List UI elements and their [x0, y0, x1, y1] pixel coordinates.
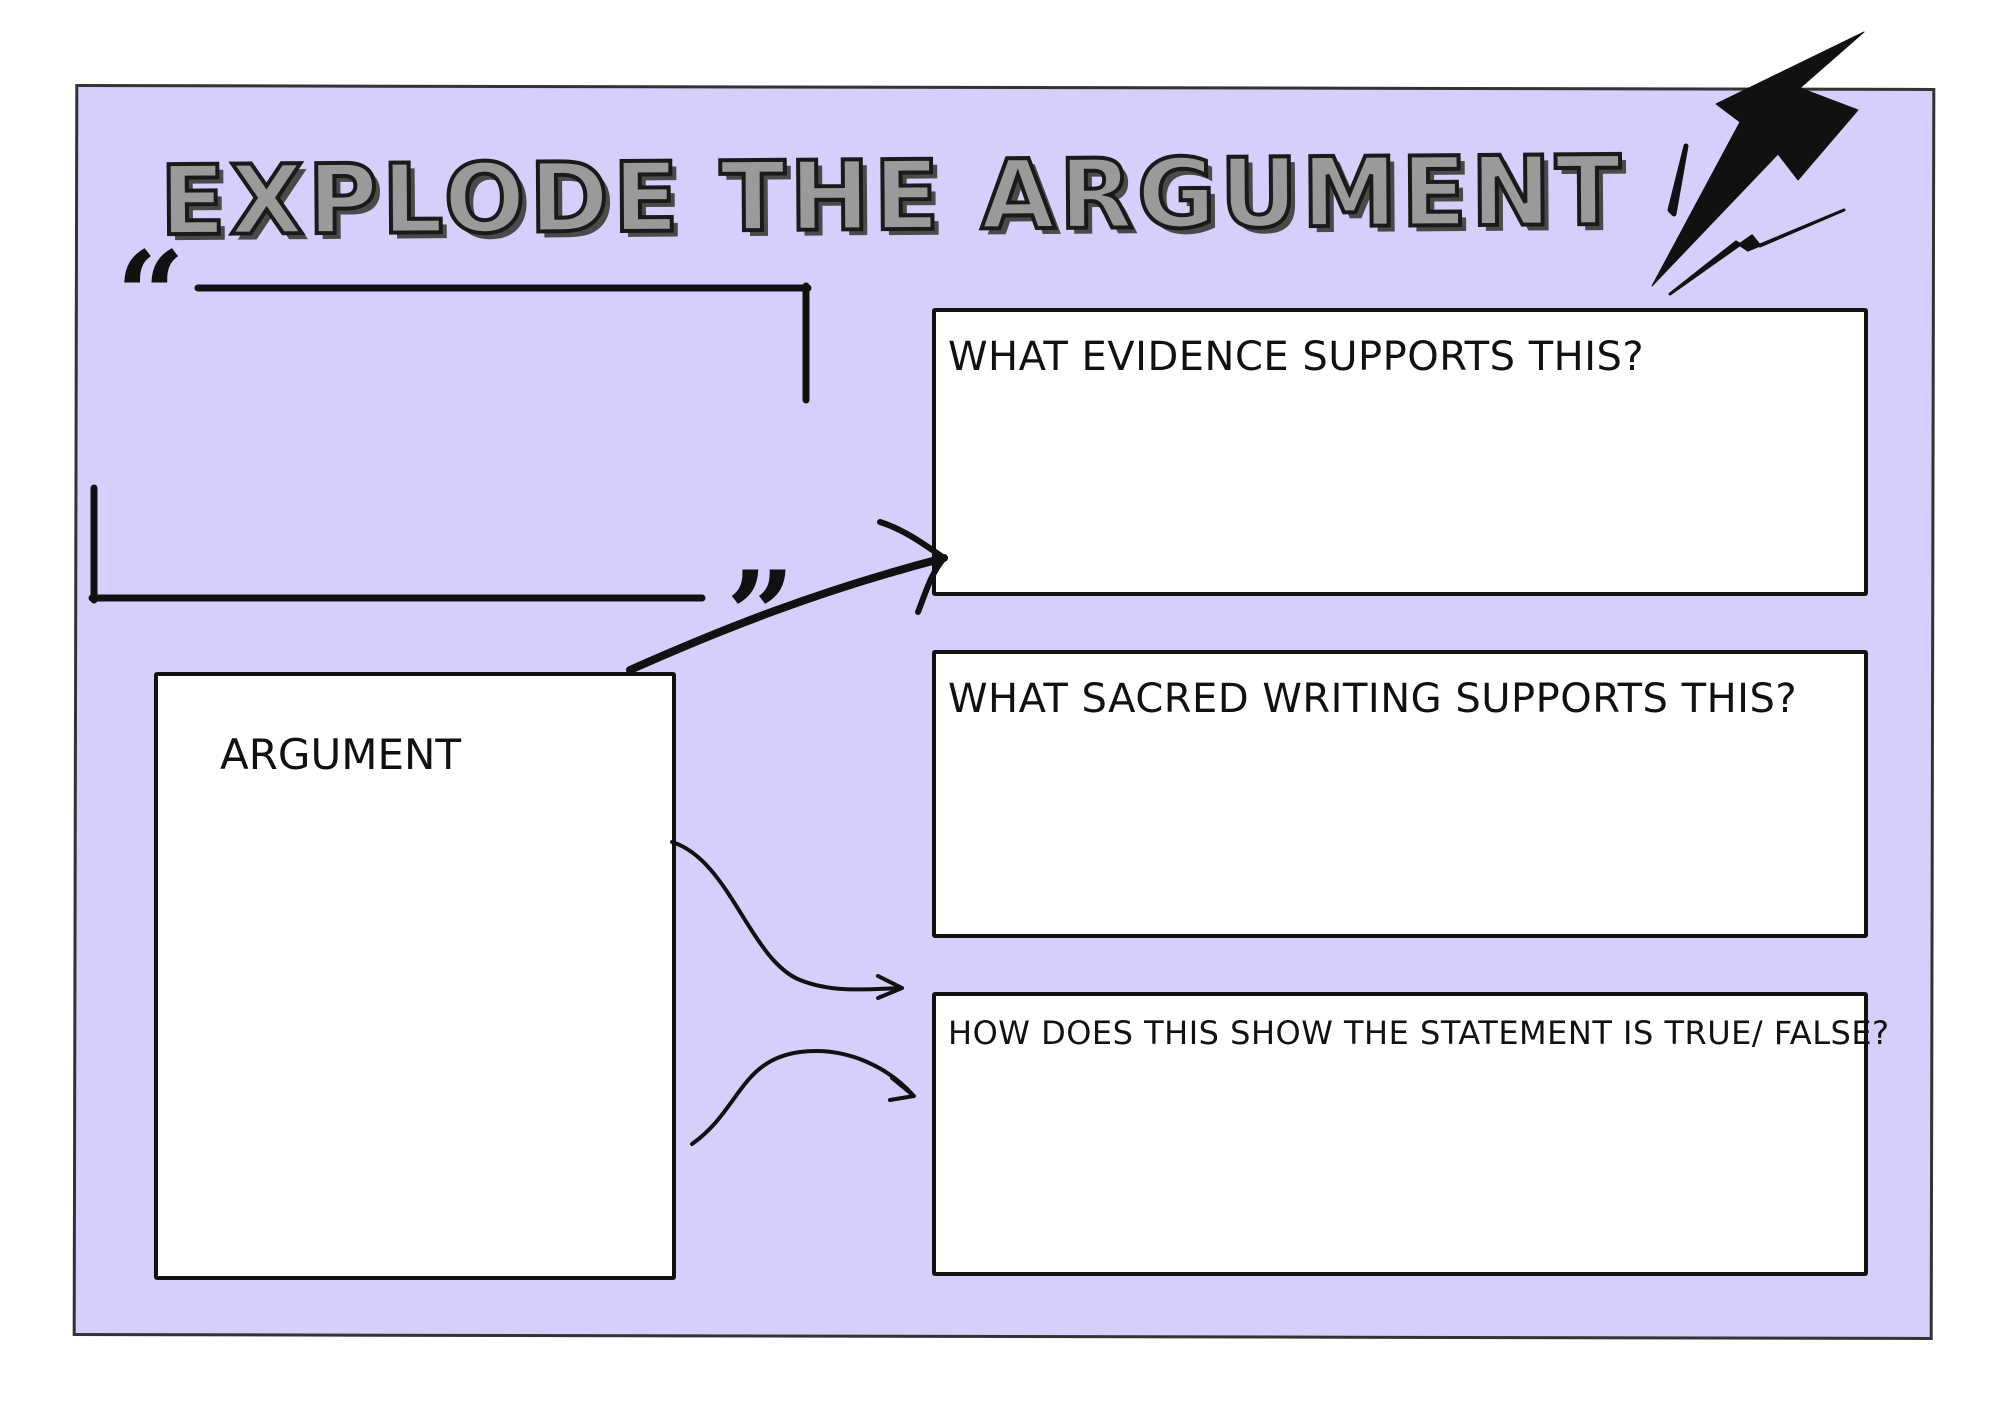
evidence-box[interactable]: WHAT EVIDENCE SUPPORTS THIS? [932, 308, 1868, 596]
lightning-bolt-icon [1651, 31, 1865, 296]
arrow-to-evidence-icon [626, 519, 948, 674]
arrow-to-true-false-icon [690, 1049, 916, 1146]
true-false-box[interactable]: HOW DOES THIS SHOW THE STATEMENT IS TRUE… [932, 992, 1889, 1276]
sacred-writing-box[interactable]: WHAT SACRED WRITING SUPPORTS THIS? [932, 650, 1868, 938]
argument-label: ARGUMENT [220, 730, 462, 779]
true-false-prompt-label: HOW DOES THIS SHOW THE STATEMENT IS TRUE… [948, 1014, 1890, 1052]
argument-box[interactable]: ARGUMENT [154, 672, 676, 1280]
arrow-to-sacred-writing-icon [670, 840, 904, 1000]
open-quote-icon: “ [116, 225, 186, 366]
sacred-writing-prompt-label: WHAT SACRED WRITING SUPPORTS THIS? [948, 676, 1798, 722]
evidence-prompt-label: WHAT EVIDENCE SUPPORTS THIS? [948, 334, 1645, 380]
